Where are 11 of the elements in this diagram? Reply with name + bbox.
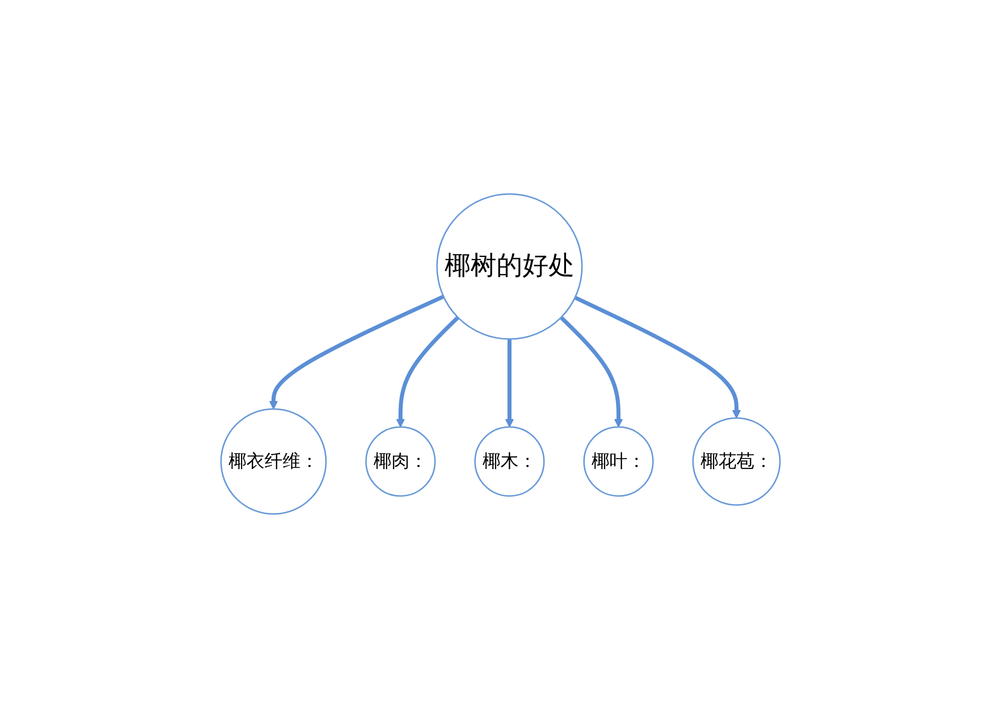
- node-circle: 椰花苞：: [692, 416, 780, 506]
- node-circle: 椰衣纤维：: [220, 408, 326, 514]
- arrow: [559, 315, 622, 427]
- node-circle: 椰树的好处: [436, 192, 582, 340]
- node-circle: 椰木：: [474, 426, 544, 496]
- arrow: [396, 315, 459, 427]
- arrow: [504, 338, 514, 427]
- node-circle: 椰叶：: [582, 426, 654, 496]
- arrow: [268, 294, 444, 409]
- arrow: [574, 295, 740, 418]
- node-circle: 椰肉：: [364, 426, 436, 496]
